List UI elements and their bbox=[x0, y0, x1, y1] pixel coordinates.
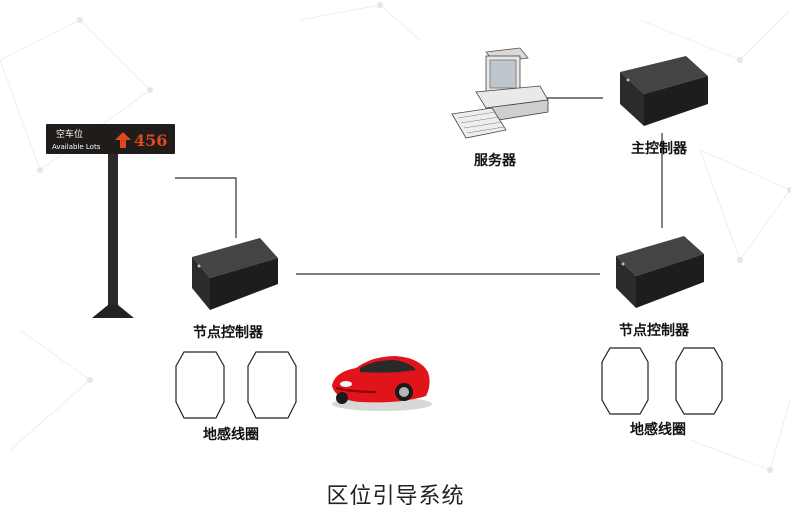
up-arrow-icon bbox=[115, 132, 131, 148]
loop-left-1 bbox=[175, 351, 225, 419]
parking-sign: 空车位 Available Lots 456 bbox=[46, 124, 175, 318]
sign-base bbox=[92, 305, 134, 318]
node-controller-right-icon bbox=[616, 236, 704, 308]
sign-to-node-line bbox=[175, 177, 237, 238]
server-computer-icon bbox=[451, 47, 549, 139]
ground-loop-left-label: 地感线圈 bbox=[203, 427, 259, 443]
loop-right-2 bbox=[675, 347, 723, 415]
sign-count: 456 bbox=[134, 131, 167, 150]
node-controller-left-icon bbox=[192, 238, 278, 310]
main-controller-icon bbox=[620, 56, 708, 126]
ground-loop-right-label: 地感线圈 bbox=[630, 422, 686, 438]
loop-right-1 bbox=[601, 347, 649, 415]
node-controller-left-label: 节点控制器 bbox=[193, 325, 263, 341]
connection-lines bbox=[175, 97, 663, 275]
ground-loops-left bbox=[175, 351, 297, 419]
ground-loops-right bbox=[601, 347, 723, 415]
server-label: 服务器 bbox=[474, 153, 516, 169]
loop-left-2 bbox=[247, 351, 297, 419]
sign-board bbox=[46, 124, 175, 154]
sign-pole bbox=[108, 150, 118, 310]
background-dots bbox=[37, 2, 791, 473]
diagram-caption: 区位引导系统 bbox=[326, 484, 465, 509]
main-controller-label: 主控制器 bbox=[631, 141, 687, 157]
node-controller-right-label: 节点控制器 bbox=[619, 323, 689, 339]
red-car-icon bbox=[332, 356, 432, 411]
sign-subtitle: Available Lots bbox=[52, 143, 101, 151]
sign-title: 空车位 bbox=[56, 128, 83, 140]
